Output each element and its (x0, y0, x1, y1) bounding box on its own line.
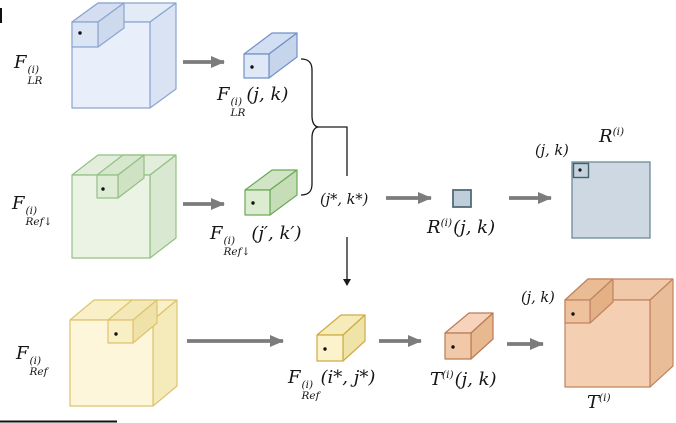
math-sup: (i) (230, 96, 243, 108)
label-j-star-k-star: (j*, k*) (320, 192, 369, 208)
cube-front-face (316, 334, 344, 362)
math-base: F (217, 84, 230, 105)
math-tail: (j′, k′) (251, 223, 302, 244)
ref-patch-cuboid (316, 314, 366, 362)
lr-feature-cube (71, 2, 177, 109)
math-sup: (i) (301, 379, 314, 391)
matching-brace (300, 58, 320, 196)
relevance-cell (452, 189, 472, 208)
elbow-connector (319, 126, 348, 176)
math-scripts: (i)LR (230, 96, 246, 120)
math-scripts: (i)Ref↓ (223, 235, 251, 259)
ref-feature-cube (69, 299, 178, 407)
label-r-i-jk: R(i)(j, k) (427, 217, 495, 239)
math-scripts: (i)Ref (301, 379, 320, 403)
math-sup: (i) (440, 217, 453, 229)
relevance-map (571, 161, 651, 239)
math-tail: (j, k) (246, 84, 289, 105)
label-f-lr: F(i)LR (14, 52, 42, 87)
label-r-map-jk-corner: (j, k) (535, 143, 569, 159)
label-t-i-jk: T(i)(j, k) (430, 369, 497, 391)
label-f-ref: F(i)Ref (16, 343, 48, 378)
patch-highlight (107, 319, 134, 344)
math-sub: LR (27, 75, 43, 88)
math-sup: (i) (599, 392, 611, 404)
math-tail: (j, k) (454, 369, 497, 390)
math-sub: Ref↓ (25, 216, 53, 229)
label-t-cube-jk-corner: (j, k) (521, 290, 555, 306)
math-tail: (j, k) (453, 217, 496, 238)
patch-highlight (96, 174, 119, 199)
math-base: F (288, 367, 301, 388)
math-scripts: (i)LR (27, 64, 43, 88)
selection-dot (251, 201, 255, 205)
selection-dot (451, 345, 455, 349)
label-f-ref-star: F(i)Ref(i*, j*) (288, 367, 376, 402)
math-base: F (12, 193, 25, 214)
selection-dot (323, 347, 327, 351)
math-sup: (i) (25, 205, 38, 217)
selection-dot (101, 187, 105, 191)
selection-dot (578, 168, 582, 172)
math-tail: (i*, j*) (320, 367, 376, 388)
ref-down-feature-cube (71, 154, 177, 259)
math-scripts: (i)Ref↓ (25, 205, 53, 229)
math-base: F (16, 343, 29, 364)
patch-highlight (71, 21, 99, 48)
selection-dot (114, 332, 118, 336)
math-base: R (427, 217, 441, 238)
math-sub: Ref (29, 366, 48, 379)
label-r-i: R(i) (599, 126, 624, 148)
selection-dot (571, 312, 575, 316)
left-edge-artifact (0, 8, 2, 23)
selection-dot (78, 31, 82, 35)
math-base: T (587, 392, 600, 413)
math-base: F (210, 223, 223, 244)
math-scripts: (i)Ref (29, 355, 48, 379)
ref-down-patch-cuboid (244, 169, 298, 216)
bottom-edge-artifact (0, 420, 117, 423)
math-sup: (i) (27, 64, 40, 76)
patch-highlight (564, 299, 591, 324)
math-base: F (14, 52, 27, 73)
math-sup: (i) (442, 369, 454, 381)
label-f-ref-down-jk: F(i)Ref↓(j′, k′) (210, 223, 302, 258)
label-f-lr-jk: F(i)LR(j, k) (217, 84, 289, 119)
cube-front-face (243, 53, 270, 79)
selection-dot (250, 65, 254, 69)
math-sup: (i) (223, 235, 236, 247)
math-sup: (i) (612, 126, 625, 138)
cube-front-face (444, 332, 472, 360)
transfer-patch-cuboid (444, 312, 494, 360)
lr-patch-cuboid (243, 32, 298, 79)
transfer-feature-cube (564, 278, 674, 388)
math-sub: Ref↓ (223, 246, 251, 259)
math-sub: Ref (301, 390, 320, 403)
math-sup: (i) (29, 355, 42, 367)
math-sub: LR (230, 107, 246, 120)
cube-front-face (244, 189, 271, 216)
math-base: R (599, 126, 613, 147)
cube-side-face (149, 2, 177, 109)
math-base: T (430, 369, 443, 390)
label-t-i: T(i) (587, 392, 611, 414)
label-f-ref-down: F(i)Ref↓ (12, 193, 52, 228)
